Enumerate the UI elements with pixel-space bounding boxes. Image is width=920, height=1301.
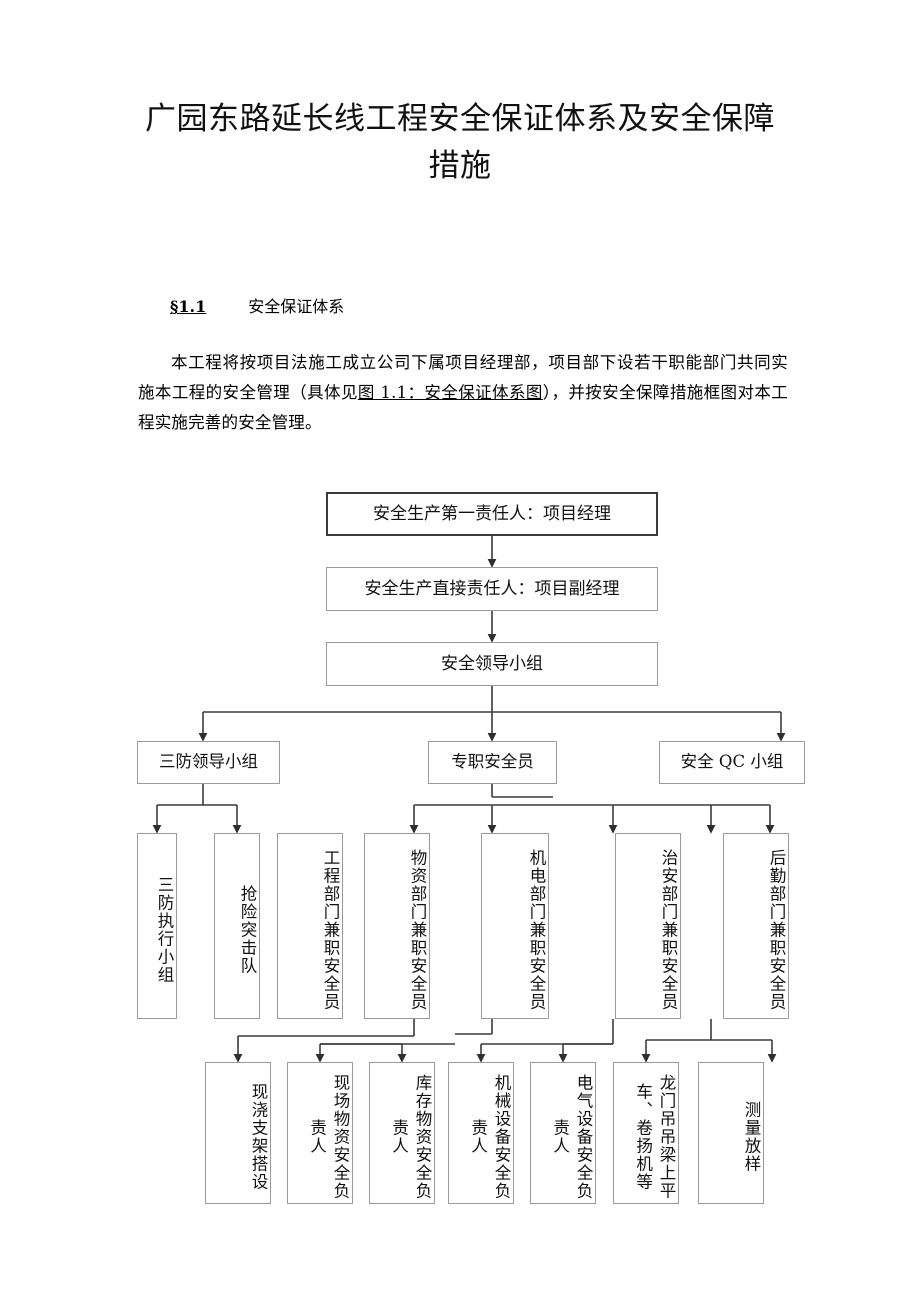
flow-node-label: 机械设备安全负责人 — [468, 1073, 511, 1200]
flow-node-label: 机电部门兼职安全员 — [527, 848, 546, 1011]
flow-node-safety-leadership-group[interactable]: 安全领导小组 — [326, 642, 658, 686]
flow-node-three-prevention-leadership-group[interactable]: 三防领导小组 — [137, 741, 280, 784]
flow-node-label: 安全 QC 小组 — [680, 752, 784, 772]
flow-node-label: 治安部门兼职安全员 — [659, 848, 678, 1011]
flow-node-label: 电气设备安全负责人 — [550, 1073, 593, 1200]
flow-node-label: 现场物资安全负责人 — [307, 1073, 350, 1200]
flow-node-logistics-dept-part-time-safety-officer[interactable]: 后勤部门兼职安全员 — [723, 833, 789, 1019]
paragraph-text-part-1: 本工程将按项目法施工成立公司下属项目经理部，项目部下设若干职能部门共同实施本工程… — [138, 353, 788, 402]
flow-node-label: 后勤部门兼职安全员 — [767, 848, 786, 1011]
flow-node-label: 三防领导小组 — [159, 752, 258, 772]
connector-group — [152, 536, 786, 1063]
flow-node-label: 测量放样 — [742, 1100, 761, 1173]
flow-node-electrical-equipment-safety-officer[interactable]: 电气设备安全负责人 — [530, 1062, 596, 1204]
flow-node-safety-direct-responsible[interactable]: 安全生产直接责任人：项目副经理 — [326, 567, 658, 611]
figure-reference-link[interactable]: 图 1.1：安全保证体系图 — [357, 383, 543, 402]
flow-node-emergency-rescue-team[interactable]: 抢险突击队 — [214, 833, 260, 1019]
section-heading: §1.1 安全保证体系 — [170, 296, 344, 318]
paragraph-text-part-3: ），并按安全保障措施框图对本工程实施完善的安全管理。 — [138, 383, 788, 432]
flow-node-label: 龙门吊吊梁上平车、卷扬机等 — [633, 1073, 676, 1200]
flow-node-gantry-crane-equipment[interactable]: 龙门吊吊梁上平车、卷扬机等 — [613, 1062, 679, 1204]
section-number: §1.1 — [170, 297, 207, 316]
flow-node-site-materials-safety-officer[interactable]: 现场物资安全负责人 — [287, 1062, 353, 1204]
flow-node-three-prevention-exec-group[interactable]: 三防执行小组 — [137, 833, 177, 1019]
flow-node-engineering-dept-part-time-safety-officer[interactable]: 工程部门兼职安全员 — [277, 833, 343, 1019]
body-paragraph: 本工程将按项目法施工成立公司下属项目经理部，项目部下设若干职能部门共同实施本工程… — [138, 348, 788, 438]
section-title: 安全保证体系 — [248, 297, 345, 316]
flow-node-surveying-setting-out[interactable]: 测量放样 — [698, 1062, 764, 1204]
flow-node-public-security-dept-part-time-safety-officer[interactable]: 治安部门兼职安全员 — [615, 833, 681, 1019]
flow-node-label: 安全领导小组 — [441, 653, 543, 674]
flow-node-label: 库存物资安全负责人 — [389, 1073, 432, 1200]
flow-node-label: 抢险突击队 — [238, 884, 257, 975]
flow-node-stock-materials-safety-officer[interactable]: 库存物资安全负责人 — [369, 1062, 435, 1204]
flow-node-label: 现浇支架搭设 — [249, 1082, 268, 1191]
flow-node-label: 安全生产第一责任人：项目经理 — [373, 503, 611, 524]
flow-node-electromechanical-dept-part-time-safety-officer[interactable]: 机电部门兼职安全员 — [481, 833, 549, 1019]
flow-node-label: 工程部门兼职安全员 — [321, 848, 340, 1011]
flow-node-label: 安全生产直接责任人：项目副经理 — [364, 578, 620, 599]
flow-node-full-time-safety-officer[interactable]: 专职安全员 — [428, 741, 557, 784]
flow-node-safety-first-responsible[interactable]: 安全生产第一责任人：项目经理 — [326, 492, 658, 536]
flow-node-materials-dept-part-time-safety-officer[interactable]: 物资部门兼职安全员 — [364, 833, 430, 1019]
flow-node-label: 物资部门兼职安全员 — [408, 848, 427, 1011]
flow-node-cast-in-place-support-erection[interactable]: 现浇支架搭设 — [205, 1062, 271, 1204]
flow-node-label: 专职安全员 — [451, 752, 534, 772]
flow-node-mechanical-equipment-safety-officer[interactable]: 机械设备安全负责人 — [448, 1062, 514, 1204]
flow-node-safety-qc-group[interactable]: 安全 QC 小组 — [659, 741, 805, 784]
page-title: 广园东路延长线工程安全保证体系及安全保障措施 — [145, 101, 775, 184]
flow-node-label: 三防执行小组 — [155, 875, 174, 984]
